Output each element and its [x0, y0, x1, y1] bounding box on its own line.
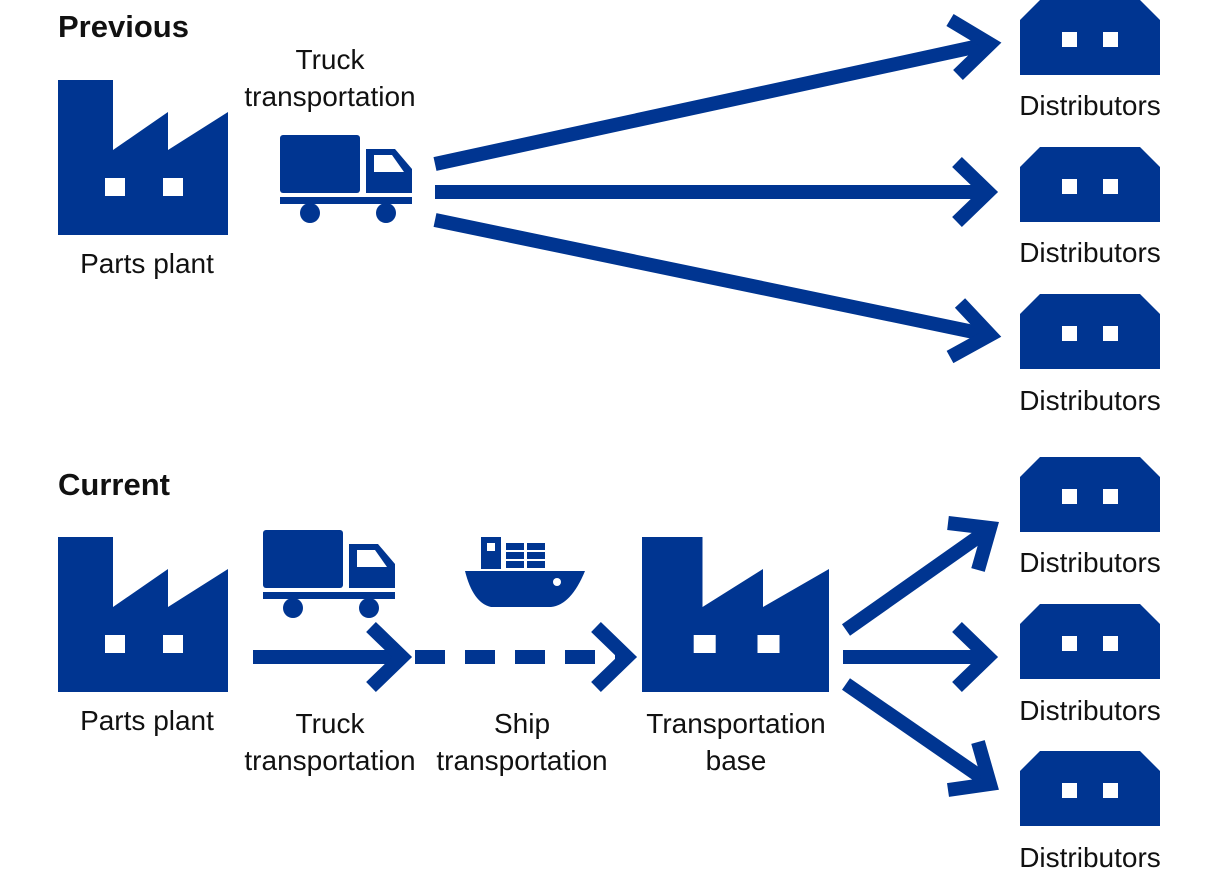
- previous-distributor-2-warehouse-icon: [1020, 147, 1160, 222]
- previous-distributor-3-label: Distributors: [1019, 385, 1161, 416]
- previous-arrow-top-icon: [433, 13, 1002, 171]
- current-truck-label-line2: transportation: [244, 745, 415, 776]
- current-parts-plant-factory-icon: [58, 537, 228, 692]
- transportation-base-factory-icon: [642, 537, 829, 692]
- previous-truck-label-line1: Truck: [296, 44, 366, 75]
- base-label-line1: Transportation: [646, 708, 826, 739]
- current-truck-icon: [263, 530, 395, 618]
- ship-label-line1: Ship: [494, 708, 550, 739]
- base-arrow-down-icon: [842, 678, 999, 797]
- current-distributor-1-warehouse-icon: [1020, 457, 1160, 532]
- previous-truck-label-line2: transportation: [244, 81, 415, 112]
- previous-distributor-3-warehouse-icon: [1020, 294, 1160, 369]
- ship-dashed-arrow-icon: [415, 621, 638, 693]
- base-arrow-up-icon: [841, 516, 999, 636]
- base-arrow-right-icon: [843, 621, 999, 693]
- previous-arrow-bottom-icon: [433, 213, 1002, 364]
- current-heading: Current: [58, 467, 170, 502]
- current-distributor-2-warehouse-icon: [1020, 604, 1160, 679]
- base-label-line2: base: [706, 745, 767, 776]
- current-distributor-3-warehouse-icon: [1020, 751, 1160, 826]
- current-distributor-2-label: Distributors: [1019, 695, 1161, 726]
- previous-distributor-1-warehouse-icon: [1020, 0, 1160, 75]
- ship-icon: [465, 537, 585, 607]
- current-distributor-3-label: Distributors: [1019, 842, 1161, 873]
- previous-distributor-1-label: Distributors: [1019, 90, 1161, 121]
- truck-arrow-icon: [253, 621, 413, 693]
- previous-heading: Previous: [58, 9, 189, 44]
- current-plant-label: Parts plant: [80, 705, 214, 736]
- current-distributor-1-label: Distributors: [1019, 547, 1161, 578]
- previous-truck-icon: [280, 135, 412, 223]
- current-truck-label-line1: Truck: [296, 708, 366, 739]
- previous-arrow-middle-icon: [435, 156, 999, 228]
- parts-plant-factory-icon: [58, 80, 228, 235]
- previous-distributor-2-label: Distributors: [1019, 237, 1161, 268]
- previous-plant-label: Parts plant: [80, 248, 214, 279]
- ship-label-line2: transportation: [436, 745, 607, 776]
